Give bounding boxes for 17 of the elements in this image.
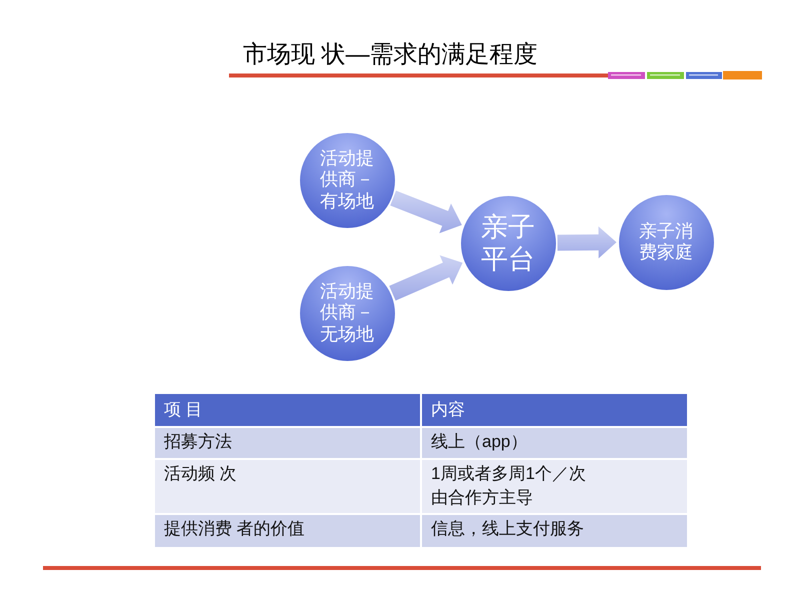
cell-text: 提供消费 者的价值 <box>164 518 305 540</box>
cell-text: 1周或者多周1个／次 <box>431 463 586 485</box>
cell-text: 线上（app） <box>431 431 528 453</box>
process-circle: 亲子平台 <box>460 196 556 290</box>
process-circle: 活动提供商－无场地 <box>300 266 394 360</box>
block-arrow <box>389 255 463 301</box>
process-circle: 亲子消费家庭 <box>618 194 714 290</box>
process-circle: 活动提供商－有场地 <box>300 132 394 228</box>
block-arrow <box>557 226 616 258</box>
cell-text: 由合作方主导 <box>431 487 533 509</box>
cell-text: 活动频 次 <box>164 463 237 485</box>
block-arrow <box>390 190 462 234</box>
header-text: 项 目 <box>164 399 203 421</box>
cell-text: 招募方法 <box>164 431 232 453</box>
cell-text: 信息，线上支付服务 <box>431 518 584 540</box>
slide-title: 市场现 状—需求的满足程度 <box>243 40 538 70</box>
header-text: 内容 <box>431 399 465 421</box>
